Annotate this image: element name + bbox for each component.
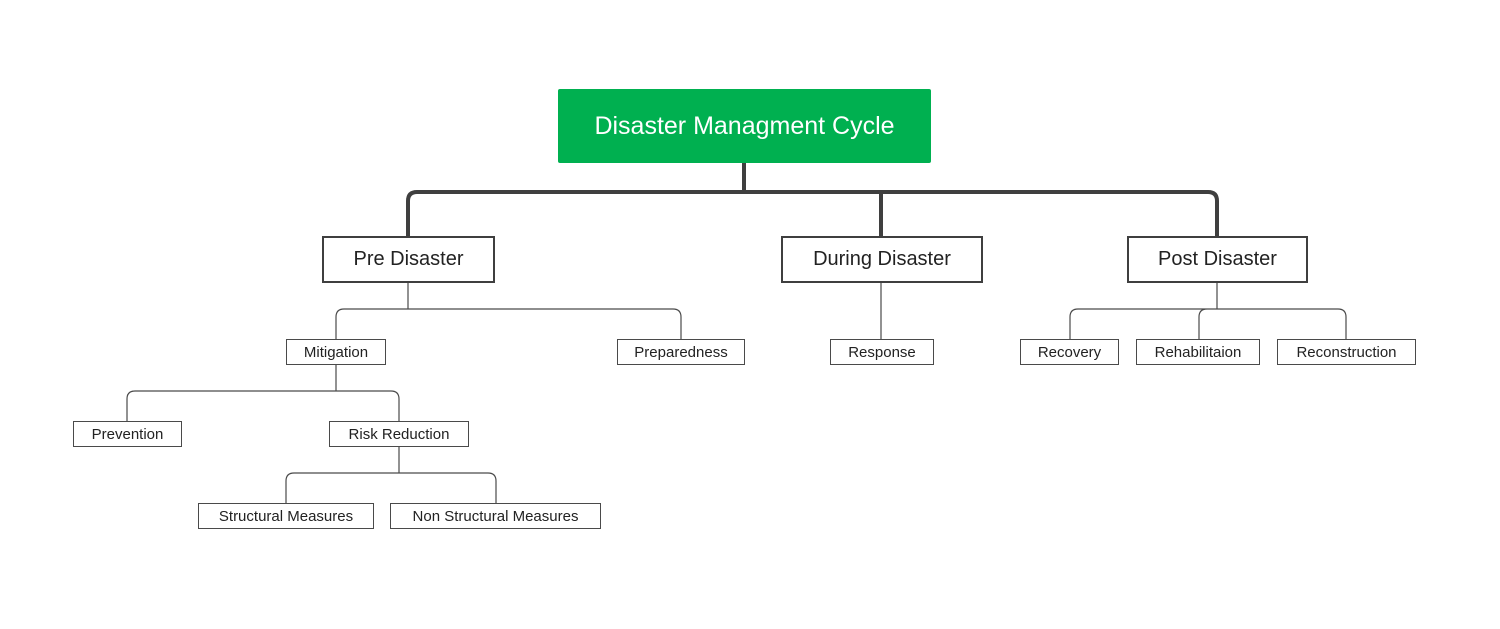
node-label: Recovery	[1037, 343, 1102, 361]
node-rehabilitation[interactable]: Rehabilitaion	[1136, 339, 1260, 365]
node-label: Pre Disaster	[353, 248, 464, 270]
node-recovery[interactable]: Recovery	[1020, 339, 1119, 365]
node-label: Post Disaster	[1158, 248, 1277, 270]
node-mitigation[interactable]: Mitigation	[286, 339, 386, 365]
node-label: Preparedness	[634, 343, 728, 361]
root-node-disaster-management-cycle[interactable]: Disaster Managment Cycle	[558, 89, 931, 163]
node-label: During Disaster	[813, 248, 951, 270]
node-label: Mitigation	[303, 343, 369, 361]
root-node-label: Disaster Managment Cycle	[594, 111, 895, 140]
node-label: Prevention	[91, 425, 164, 443]
connector-risk-reduction	[285, 447, 497, 503]
node-label: Rehabilitaion	[1154, 343, 1242, 361]
node-structural-measures[interactable]: Structural Measures	[198, 503, 374, 529]
node-during-disaster[interactable]: During Disaster	[781, 236, 983, 283]
node-response[interactable]: Response	[830, 339, 934, 365]
connector-root-to-level1	[406, 163, 1219, 236]
node-label: Non Structural Measures	[412, 507, 579, 525]
node-risk-reduction[interactable]: Risk Reduction	[329, 421, 469, 447]
node-label: Risk Reduction	[348, 425, 450, 443]
node-reconstruction[interactable]: Reconstruction	[1277, 339, 1416, 365]
node-non-structural-measures[interactable]: Non Structural Measures	[390, 503, 601, 529]
node-label: Response	[848, 343, 916, 361]
node-prevention[interactable]: Prevention	[73, 421, 182, 447]
node-preparedness[interactable]: Preparedness	[617, 339, 745, 365]
connector-pre-disaster	[335, 283, 682, 339]
node-post-disaster[interactable]: Post Disaster	[1127, 236, 1308, 283]
node-pre-disaster[interactable]: Pre Disaster	[322, 236, 495, 283]
connector-post-disaster	[1069, 283, 1347, 339]
connector-mitigation	[126, 364, 400, 421]
node-label: Reconstruction	[1296, 343, 1397, 361]
node-label: Structural Measures	[218, 507, 354, 525]
